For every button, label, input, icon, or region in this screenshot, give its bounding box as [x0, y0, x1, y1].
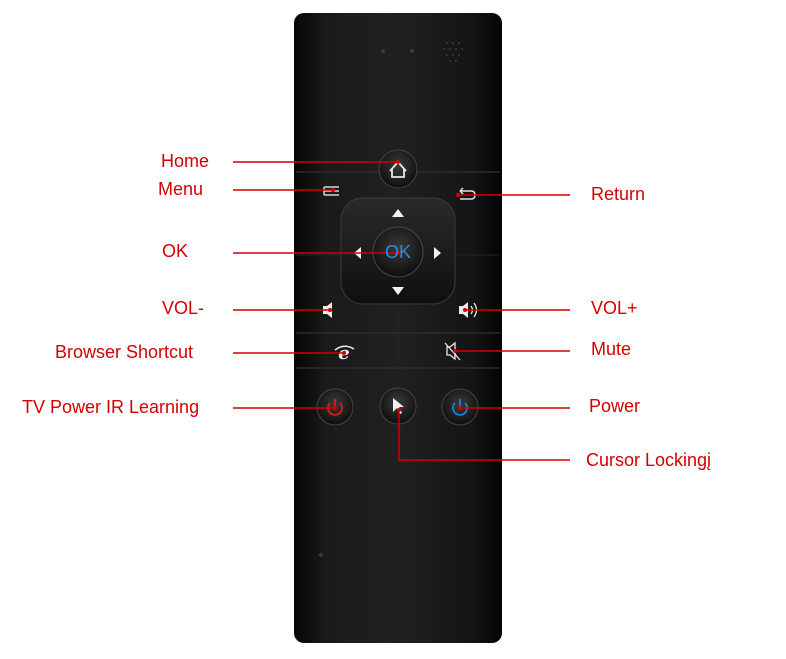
mute-icon [446, 341, 456, 361]
mute-button[interactable] [444, 341, 461, 361]
indicator-dot [319, 553, 323, 557]
label-home: Home [161, 151, 210, 171]
power-icon [327, 399, 343, 416]
label-mute: Mute [591, 339, 632, 359]
indicator-dot [381, 49, 385, 53]
home-button[interactable] [378, 149, 418, 189]
leader-cursor [398, 410, 570, 461]
arrow-down-icon[interactable] [392, 287, 404, 295]
label-menu: Menu [158, 179, 204, 199]
label-vol-minus: VOL- [162, 298, 205, 318]
ok-button-text[interactable]: OK [384, 242, 411, 262]
microphone-grille [443, 42, 463, 62]
power-icon [452, 399, 468, 416]
indicator-dot [410, 49, 414, 53]
menu-button[interactable] [316, 180, 346, 202]
arrow-up-icon[interactable] [392, 209, 404, 217]
arrow-right-icon[interactable] [434, 247, 441, 259]
label-cursor-locking: Cursor Lockingį [586, 450, 712, 470]
label-return: Return [591, 184, 646, 204]
label-vol-plus: VOL+ [591, 298, 638, 318]
label-ok: OK [162, 241, 189, 261]
cursor-locking-button[interactable] [379, 387, 417, 425]
label-power: Power [589, 396, 641, 416]
cursor-icon [393, 398, 404, 414]
label-tv-power-ir-learning: TV Power IR Learning [22, 397, 200, 417]
leader-lines [233, 161, 570, 461]
leader-dots [328, 160, 467, 412]
label-browser-shortcut: Browser Shortcut [55, 342, 194, 362]
